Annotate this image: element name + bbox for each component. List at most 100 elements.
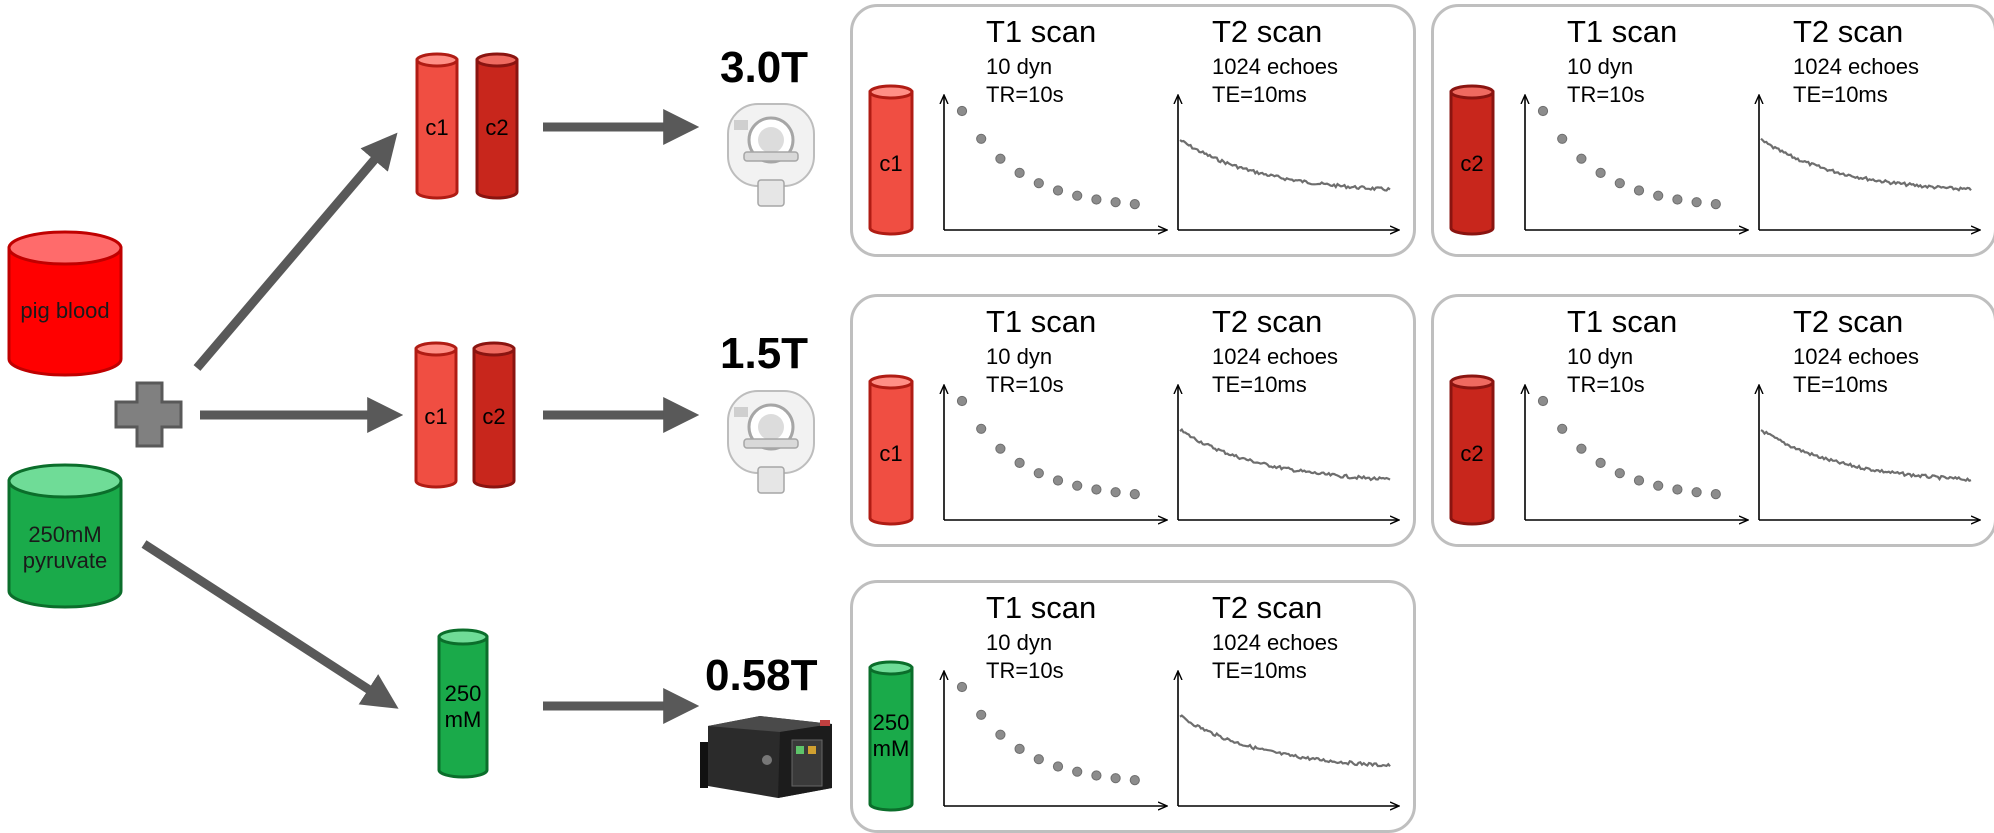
panel-sample-label: c2: [1460, 151, 1483, 176]
panel-sample-tube: c2: [1449, 374, 1495, 526]
t1-recovery-point: [976, 709, 987, 720]
t1-recovery-point: [1072, 766, 1083, 777]
pyruvate-label-line1: 250mM: [28, 522, 101, 547]
panel-sample-tube: c2: [1449, 84, 1495, 236]
t2-scan-title: T2 scan: [1793, 304, 1903, 339]
field-strength-0.58T: 0.58T: [705, 651, 818, 700]
t1-recovery-point: [1091, 484, 1102, 495]
t2-scan-title: T2 scan: [1212, 304, 1322, 339]
t2-echoes-label: 1024 echoes: [1793, 54, 1919, 79]
t1-recovery-point: [1595, 457, 1606, 468]
t2-echoes-label: 1024 echoes: [1212, 54, 1338, 79]
t1-recovery-point: [995, 153, 1006, 164]
t1-recovery-point: [1537, 105, 1549, 117]
t2-scan-title: T2 scan: [1212, 590, 1322, 625]
tube-label: c2: [482, 404, 505, 429]
t2-te-label: TE=10ms: [1212, 658, 1307, 683]
t2-te-label: TE=10ms: [1793, 372, 1888, 397]
t1-recovery-point: [1557, 423, 1568, 434]
panel-sample-label: c2: [1460, 441, 1483, 466]
t1-recovery-point: [1014, 457, 1025, 468]
panel-border: [850, 580, 1416, 833]
panel-sample-tube: 250mM: [868, 660, 914, 812]
t2-plot-axes: [1759, 96, 1979, 230]
panel-sample-tube: c1: [868, 84, 914, 236]
pyruvate-container: 250mM pyruvate: [7, 463, 123, 609]
t2-decay-curve: [1179, 139, 1391, 192]
panel-sample-label-line2: mM: [873, 736, 910, 761]
t1-recovery-point: [995, 729, 1006, 740]
t1-tr-label: TR=10s: [986, 372, 1064, 397]
t1-plot-axes: [944, 672, 1166, 806]
panel-sample-tube: c1: [868, 374, 914, 526]
tube-label-line1: 250: [445, 681, 482, 706]
arrow-to-3T-samples: [193, 132, 398, 371]
t2-plot-axes: [1178, 96, 1398, 230]
arrow-to-pyruvate-sample: [141, 540, 399, 709]
t1-recovery-point: [1052, 761, 1064, 772]
t1-scan-title: T1 scan: [986, 590, 1096, 625]
tube-c2-3T: c2: [475, 52, 519, 200]
t1-recovery-point: [1633, 185, 1645, 196]
t2-decay-curve: [1760, 137, 1972, 192]
t2-echoes-label: 1024 echoes: [1212, 630, 1338, 655]
panel-border: [850, 294, 1416, 547]
t1-recovery-point: [1129, 775, 1140, 786]
t1-recovery-point: [1576, 153, 1587, 164]
panel-sample-label: c1: [879, 151, 902, 176]
panel-sample-label: c1: [879, 441, 902, 466]
tube-250mM: 250 mM: [437, 628, 489, 779]
t2-plot-axes: [1178, 386, 1398, 520]
t1-dynamics-label: 10 dyn: [986, 54, 1052, 79]
t1-recovery-point: [976, 133, 987, 144]
t1-recovery-point: [1691, 197, 1702, 208]
tube-c1-1.5T: c1: [414, 341, 458, 489]
t1-plot-axes: [944, 96, 1166, 230]
t2-plot-axes: [1759, 386, 1979, 520]
t1-dynamics-label: 10 dyn: [986, 630, 1052, 655]
t1-recovery-point: [1091, 194, 1102, 205]
t2-te-label: TE=10ms: [1212, 82, 1307, 107]
t1-recovery-point: [956, 105, 968, 117]
t1-recovery-point: [1129, 199, 1140, 210]
t1-scan-title: T1 scan: [986, 304, 1096, 339]
t1-recovery-point: [995, 443, 1006, 454]
t1-recovery-point: [1576, 443, 1587, 454]
t1-recovery-point: [1091, 770, 1102, 781]
plus-icon: [114, 381, 183, 448]
t2-te-label: TE=10ms: [1793, 82, 1888, 107]
t1-scan-title: T1 scan: [986, 14, 1096, 49]
t1-recovery-point: [1033, 178, 1044, 189]
t1-recovery-point: [1557, 133, 1568, 144]
tube-label: c1: [425, 115, 448, 140]
t1-recovery-point: [1129, 489, 1140, 500]
t1-tr-label: TR=10s: [986, 658, 1064, 683]
t2-echoes-label: 1024 echoes: [1793, 344, 1919, 369]
t1-recovery-point: [1052, 185, 1064, 196]
t1-recovery-point: [1110, 487, 1121, 498]
t1-recovery-point: [1072, 190, 1083, 201]
t1-recovery-point: [1033, 468, 1044, 479]
tube-label: c1: [424, 404, 447, 429]
t1-recovery-point: [1633, 475, 1645, 486]
t1-dynamics-label: 10 dyn: [986, 344, 1052, 369]
t1-recovery-point: [1537, 395, 1549, 407]
t1-recovery-point: [1595, 167, 1606, 178]
pig-blood-container: pig blood: [7, 230, 123, 377]
t1-dynamics-label: 10 dyn: [1567, 54, 1633, 79]
t1-recovery-point: [1033, 754, 1044, 765]
t1-recovery-point: [1052, 475, 1064, 486]
field-strength-3T: 3.0T: [720, 43, 808, 92]
t2-decay-curve: [1760, 429, 1972, 483]
t1-scan-title: T1 scan: [1567, 14, 1677, 49]
t1-recovery-point: [1014, 743, 1025, 754]
t1-tr-label: TR=10s: [986, 82, 1064, 107]
t1-recovery-point: [1710, 489, 1721, 500]
t1-recovery-point: [1653, 190, 1664, 201]
